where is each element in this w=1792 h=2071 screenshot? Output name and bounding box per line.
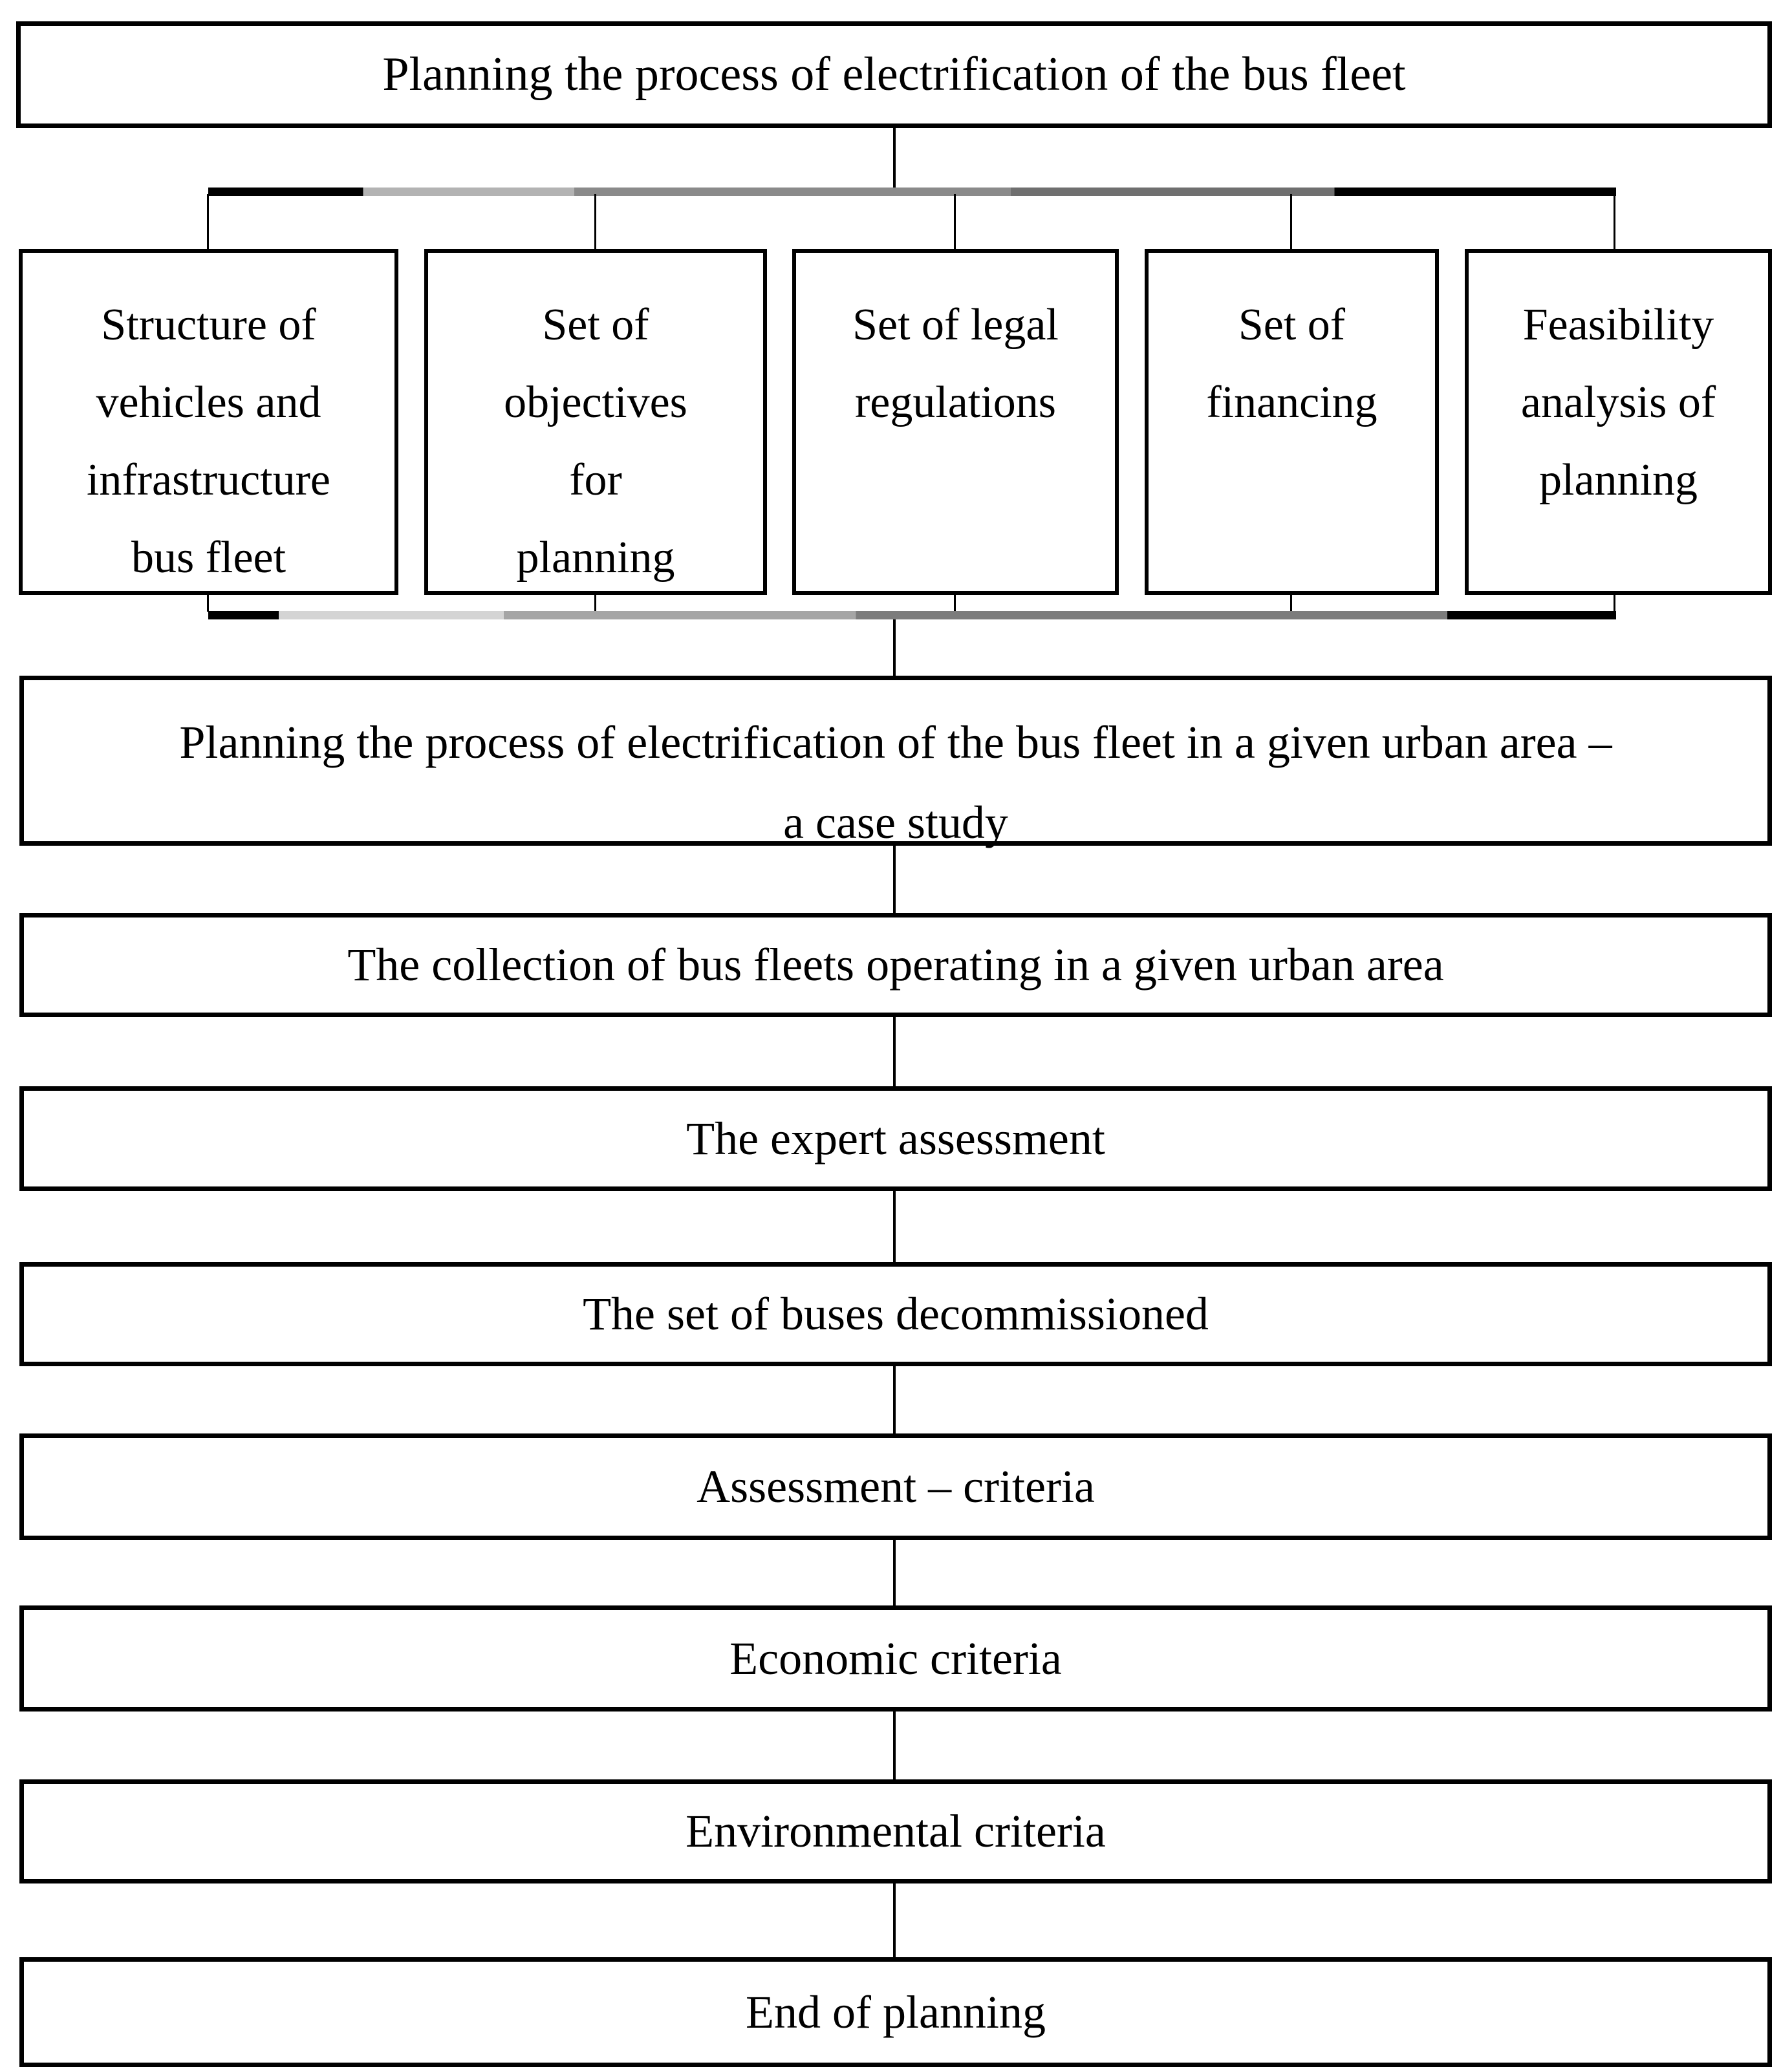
connector-stem-5 — [893, 1540, 896, 1605]
connector-return-legal — [954, 594, 956, 612]
case-study-box: Planning the process of electrification … — [19, 676, 1772, 848]
box-text-line: vehicles and — [96, 378, 321, 427]
connector-top-bus — [208, 188, 1616, 196]
box-text-line: End of planning — [746, 1986, 1046, 2038]
connector-drop-objectives — [594, 194, 596, 250]
connector-stem-6 — [893, 1712, 896, 1779]
box-text-line: analysis of — [1520, 378, 1716, 427]
planning-process-box: Planning the process of electrification … — [16, 21, 1772, 128]
connector-drop-feasibility — [1614, 194, 1615, 250]
connector-drop-financing — [1290, 194, 1292, 250]
box-text-line: Set of — [542, 300, 649, 350]
box-text-line: bus fleet — [131, 533, 286, 583]
connector-return-objectives — [594, 594, 596, 612]
connector-return-structure — [207, 594, 209, 612]
box-text-line: regulations — [854, 378, 1057, 427]
box-text-line: Assessment – criteria — [696, 1461, 1095, 1512]
box-text-line: The expert assessment — [686, 1112, 1105, 1164]
connector-return-feasibility — [1614, 594, 1615, 612]
environmental-criteria-box: Environmental criteria — [19, 1779, 1772, 1883]
connector-stem-3 — [893, 1191, 896, 1262]
connector-stem-2 — [893, 1017, 896, 1086]
set-of-objectives-box: Set of objectives for planning — [424, 249, 767, 595]
structure-of-vehicles-box: Structure of vehicles and infrastructure… — [19, 249, 398, 595]
expert-assessment-box: The expert assessment — [19, 1086, 1772, 1191]
box-text-line: for — [569, 455, 622, 505]
connector-drop-structure — [207, 194, 209, 250]
buses-decommissioned-box: The set of buses decommissioned — [19, 1262, 1772, 1366]
box-text-line: a case study — [783, 797, 1008, 848]
assessment-criteria-box: Assessment – criteria — [19, 1433, 1772, 1540]
box-text-line: objectives — [504, 378, 687, 427]
connector-stem-4 — [893, 1366, 896, 1433]
connector-return-financing — [1290, 594, 1292, 612]
box-text-line: Environmental criteria — [685, 1805, 1106, 1857]
box-text-line: planning — [1539, 455, 1698, 505]
box-text-line: Structure of — [101, 300, 316, 350]
connector-stem-7 — [893, 1883, 896, 1957]
set-of-legal-regulations-box: Set of legal regulations — [792, 249, 1119, 595]
box-text-line: Economic criteria — [729, 1632, 1062, 1684]
economic-criteria-box: Economic criteria — [19, 1605, 1772, 1712]
connector-bottom-bus — [208, 611, 1616, 619]
box-text-line: The set of buses decommissioned — [583, 1288, 1209, 1340]
box-text-line: Planning the process of electrification … — [179, 716, 1612, 768]
connector-title-stem — [893, 128, 896, 188]
box-text-line: planning — [516, 533, 675, 583]
box-text-line: Set of legal — [852, 300, 1059, 350]
set-of-financing-box: Set of financing — [1145, 249, 1439, 595]
connector-drop-legal — [954, 194, 956, 250]
feasibility-analysis-box: Feasibility analysis of planning — [1465, 249, 1772, 595]
box-text-line: The collection of bus fleets operating i… — [347, 939, 1444, 991]
box-text-line: Set of — [1238, 300, 1346, 350]
bus-fleet-collection-box: The collection of bus fleets operating i… — [19, 913, 1772, 1017]
connector-case-study-stem — [893, 619, 896, 676]
planning-process-label: Planning the process of electrification … — [382, 48, 1406, 101]
end-of-planning-box: End of planning — [19, 1957, 1772, 2067]
box-text-line: Feasibility — [1522, 300, 1714, 350]
box-text-line: financing — [1206, 378, 1377, 427]
box-text-line: infrastructure — [86, 455, 331, 505]
connector-stem-1 — [893, 846, 896, 913]
